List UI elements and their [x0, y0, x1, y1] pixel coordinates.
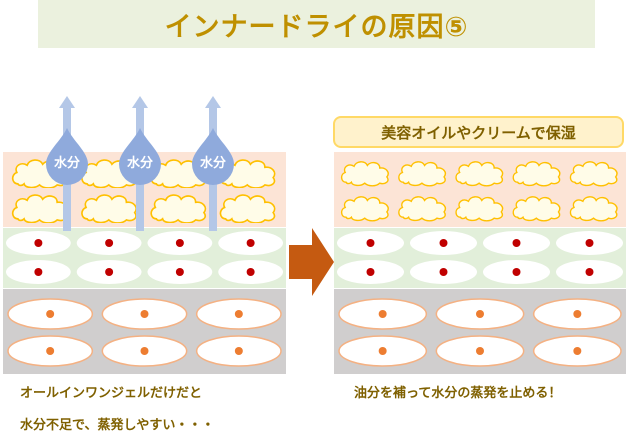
right-base-cell-nucleus	[573, 347, 582, 355]
left-base-cell-nucleus	[234, 347, 243, 355]
left-cell-nucleus	[175, 239, 184, 247]
moisturize-label-box: 美容オイルやクリームで保湿	[333, 116, 624, 148]
left-cell-group	[6, 231, 283, 284]
left-skin-panel: 水分 水分 水分	[3, 96, 286, 374]
left-cell-nucleus	[246, 239, 255, 247]
arrow-up-icon	[132, 96, 148, 108]
left-caption-line2: 水分不足で、蒸発しやすい・・・	[20, 418, 215, 433]
transition-arrow	[289, 228, 334, 296]
left-base-cell-nucleus	[46, 310, 55, 318]
right-cell-nucleus	[439, 239, 448, 247]
moisturize-label: 美容オイルやクリームで保湿	[381, 123, 576, 142]
droplet-group: 水分 水分 水分	[46, 96, 234, 231]
right-base-cell-nucleus	[378, 310, 387, 318]
droplet-unit: 水分	[46, 96, 88, 231]
left-caption-line1: オールインワンジェルだけだと	[20, 386, 203, 401]
left-base-cell-nucleus	[46, 347, 55, 355]
right-base-group	[338, 298, 622, 367]
water-droplet-icon	[119, 128, 161, 185]
title-banner: インナードライの原因⑤	[38, 0, 595, 48]
left-base-cell-nucleus	[140, 310, 149, 318]
right-cell-nucleus	[439, 268, 448, 276]
right-cell-nucleus	[366, 239, 375, 247]
water-droplet-icon	[192, 128, 234, 185]
left-cell-nucleus	[34, 239, 43, 247]
left-cell-nucleus	[34, 268, 43, 276]
right-cell-group	[337, 231, 623, 284]
right-cell-nucleus	[512, 268, 521, 276]
left-cell-nucleus	[105, 268, 114, 276]
left-base-group	[7, 298, 282, 367]
right-base-cell-nucleus	[378, 347, 387, 355]
page-title: インナードライの原因⑤	[164, 11, 469, 43]
droplet-label: 水分	[200, 155, 226, 171]
left-cell-nucleus	[105, 239, 114, 247]
right-cell-nucleus	[585, 239, 594, 247]
right-caption: 油分を補って水分の蒸発を止める！	[354, 386, 562, 401]
droplet-label: 水分	[54, 155, 80, 171]
left-cell-nucleus	[246, 268, 255, 276]
arrow-up-icon	[59, 96, 75, 108]
left-cell-nucleus	[175, 268, 184, 276]
water-droplet-icon	[46, 128, 88, 185]
right-base-cell-nucleus	[476, 310, 484, 318]
right-cell-nucleus	[366, 268, 375, 276]
left-base-cell-nucleus	[140, 347, 149, 355]
right-base-cell-nucleus	[573, 310, 582, 318]
right-base-cell-nucleus	[476, 347, 484, 355]
right-cell-nucleus	[585, 268, 594, 276]
droplet-label: 水分	[127, 155, 153, 171]
droplet-unit: 水分	[119, 96, 161, 231]
droplet-unit: 水分	[192, 96, 234, 231]
right-cell-nucleus	[512, 239, 521, 247]
arrow-up-icon	[205, 96, 221, 108]
right-skin-panel	[334, 152, 626, 374]
left-base-cell-nucleus	[234, 310, 243, 318]
